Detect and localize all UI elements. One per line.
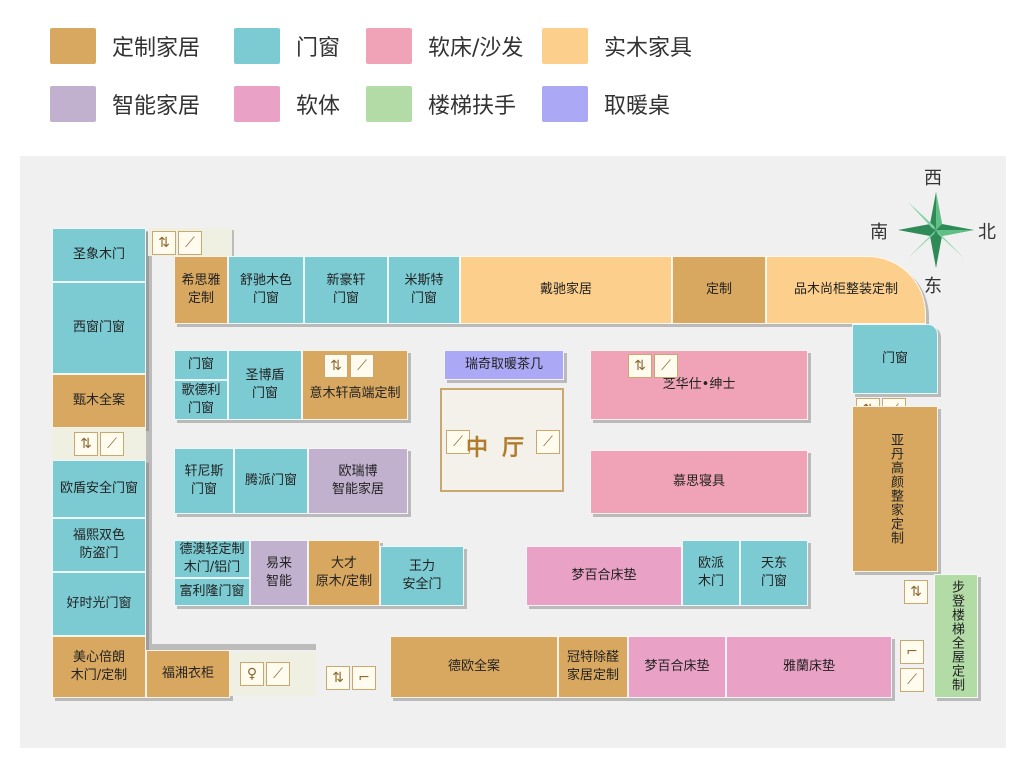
shop-d1[interactable]: 德欧全案 (390, 636, 558, 698)
legend-label: 门窗 (296, 36, 341, 61)
escalator-icon: ⟋ (100, 432, 124, 456)
shop-t7[interactable]: 品木尚柜整装定制 (766, 256, 926, 324)
stairs-icon: ⌐ (900, 640, 924, 664)
compass-rose-icon (898, 192, 974, 268)
legend-item: 软床/沙发 (366, 28, 523, 64)
shop-s1[interactable]: 圣象木门 (52, 228, 146, 282)
elevator-icon: ⇅ (74, 432, 98, 456)
shop-b3[interactable]: 欧瑞博 智能家居 (308, 448, 408, 514)
shop-t6[interactable]: 定制 (672, 256, 766, 324)
legend-item: 取暖桌 (542, 86, 670, 122)
shop-s3[interactable]: 甄木全案 (52, 374, 146, 428)
shop-t2[interactable]: 舒驰木色 门窗 (228, 256, 304, 324)
shop-a1[interactable]: 门窗 (174, 350, 228, 380)
elevator-icon: ⇅ (152, 231, 176, 255)
legend-swatch (234, 28, 280, 64)
shop-s4[interactable]: 欧盾安全门窗 (52, 460, 146, 518)
legend-label: 楼梯扶手 (428, 94, 517, 119)
shop-a3[interactable]: 圣博盾 门窗 (228, 350, 302, 420)
elevator-icon: ⇅ (904, 580, 928, 604)
corridor-wall (146, 644, 316, 650)
legend-swatch (366, 28, 412, 64)
shop-m1[interactable]: 瑞奇取暖茶几 (444, 350, 564, 380)
escalator-icon: ⟋ (446, 430, 470, 454)
restroom-icon: ♀ (240, 662, 264, 686)
legend-swatch (50, 86, 96, 122)
central-hall: ⟋ 中厅 ⟋ (440, 388, 564, 492)
shop-d3[interactable]: 梦百合床垫 (628, 636, 726, 698)
shop-m4[interactable]: 梦百合床垫 (526, 546, 682, 606)
escalator-icon: ⟋ (900, 668, 924, 692)
legend-label: 实木家具 (604, 36, 693, 61)
legend-item: 软体 (234, 86, 340, 122)
shop-c4[interactable]: 大才 原木/定制 (308, 540, 380, 606)
shop-m5[interactable]: 欧派 木门 (682, 540, 740, 606)
legend-item: 实木家具 (542, 28, 692, 64)
legend-swatch (542, 28, 588, 64)
legend-item: 智能家居 (50, 86, 200, 122)
shop-s2[interactable]: 西窗门窗 (52, 282, 146, 374)
legend-item: 楼梯扶手 (366, 86, 516, 122)
compass-north: 北 (978, 222, 996, 243)
legend-label: 智能家居 (112, 94, 201, 119)
shop-e2[interactable]: 亚丹高颜整家定制 (852, 406, 938, 572)
shop-s5[interactable]: 福熙双色 防盗门 (52, 518, 146, 572)
stairs-icon: ⌐ (352, 666, 376, 690)
shop-c2[interactable]: 富利隆门窗 (174, 578, 250, 606)
facility-strip (52, 428, 146, 460)
shop-a2[interactable]: 歌德利 门窗 (174, 380, 228, 420)
shop-b2[interactable]: 腾派门窗 (234, 448, 308, 514)
legend-item: 定制家居 (50, 28, 200, 64)
shop-s7[interactable]: 美心倍朗 木门/定制 (52, 636, 146, 698)
shop-t4[interactable]: 米斯特 门窗 (388, 256, 460, 324)
legend-item: 门窗 (234, 28, 340, 64)
legend-swatch (542, 86, 588, 122)
shop-m3[interactable]: 慕思寝具 (590, 450, 808, 514)
escalator-icon: ⟋ (536, 430, 560, 454)
legend-swatch (234, 86, 280, 122)
central-hall-label: 中厅 (465, 436, 538, 461)
shop-e1[interactable]: 门窗 (852, 324, 938, 394)
shop-t3[interactable]: 新豪轩 门窗 (304, 256, 388, 324)
legend-label: 取暖桌 (604, 94, 671, 119)
shop-t1[interactable]: 希思雅 定制 (174, 256, 228, 324)
legend-label: 定制家居 (112, 36, 201, 61)
elevator-icon: ⇅ (628, 354, 652, 378)
shop-t5[interactable]: 戴驰家居 (460, 256, 672, 324)
compass-east: 东 (924, 276, 942, 297)
legend-swatch (50, 28, 96, 64)
elevator-icon: ⇅ (324, 354, 348, 378)
legend-label: 软体 (296, 94, 341, 119)
escalator-icon: ⟋ (266, 662, 290, 686)
shop-d4[interactable]: 雅蘭床垫 (726, 636, 892, 698)
corridor-wall (146, 232, 152, 650)
shop-b1[interactable]: 轩尼斯 门窗 (174, 448, 234, 514)
shop-s8[interactable]: 福湘衣柜 (146, 650, 230, 698)
shop-m2[interactable]: 芝华仕•绅士 (590, 350, 808, 420)
shop-s6[interactable]: 好时光门窗 (52, 572, 146, 636)
shop-e3[interactable]: 步登楼梯全屋定制 (934, 574, 978, 698)
escalator-icon: ⟋ (654, 354, 678, 378)
escalator-icon: ⟋ (350, 354, 374, 378)
shop-c5[interactable]: 王力 安全门 (380, 546, 464, 606)
compass-south: 南 (870, 222, 888, 243)
shop-m6[interactable]: 天东 门窗 (740, 540, 808, 606)
legend-swatch (366, 86, 412, 122)
shop-d2[interactable]: 冠特除醛 家居定制 (558, 636, 628, 698)
compass-west: 西 (924, 168, 942, 189)
shop-c3[interactable]: 易来 智能 (250, 540, 308, 606)
shop-c1[interactable]: 德澳轻定制 木门/铝门 (174, 540, 250, 578)
elevator-icon: ⇅ (326, 666, 350, 690)
escalator-icon: ⟋ (178, 231, 202, 255)
legend-label: 软床/沙发 (428, 36, 524, 61)
